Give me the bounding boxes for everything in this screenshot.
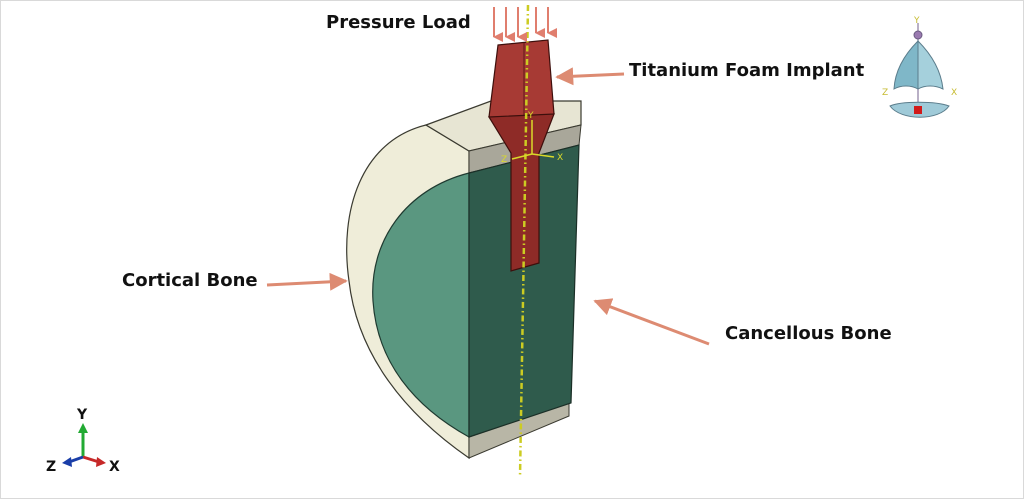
view-cube-z-label: Z [882,88,888,98]
view-cube-center-marker [914,106,922,114]
center-axis-line [518,4,530,478]
view-cube-x-label: X [951,88,957,98]
triad-x-axis [82,455,100,464]
cortical-callout-arrow [266,272,348,291]
implant-stem [487,113,555,272]
triad-x-arrowhead [96,457,106,467]
global-axis-triad: Y Z X [46,407,120,475]
triad-z-arrowhead [62,457,72,467]
model-x-axis [531,153,555,158]
triad-x-label: X [109,459,120,475]
view-cube-y-label: Y [913,16,920,26]
view-cube-right-petal [917,39,944,90]
implant-label: Titanium Foam Implant [629,60,865,81]
cancellous-bone-label: Cancellous Bone [725,323,892,344]
implant-callout-arrow [555,67,625,86]
pressure-load-arrows [493,7,557,42]
pressure-load-label: Pressure Load [326,12,471,33]
triad-y-arrowhead [78,423,88,433]
cortical-bone-label: Cortical Bone [122,270,258,291]
cancellous-curved-face [372,172,470,439]
cancellous-callout-arrow [593,298,710,346]
view-cube[interactable]: Y Z X [882,16,957,118]
model-origin-axes: Y X Z [501,111,563,165]
model-x-label: X [557,153,563,163]
model-z-label: Z [501,155,507,165]
titanium-foam-implant [487,39,555,272]
model-z-axis [511,153,533,160]
triad-y-label: Y [76,407,88,423]
view-cube-top-knob [913,30,923,40]
model-y-label: Y [527,111,534,121]
view-cube-left-petal [893,39,919,90]
triad-z-label: Z [46,459,56,475]
